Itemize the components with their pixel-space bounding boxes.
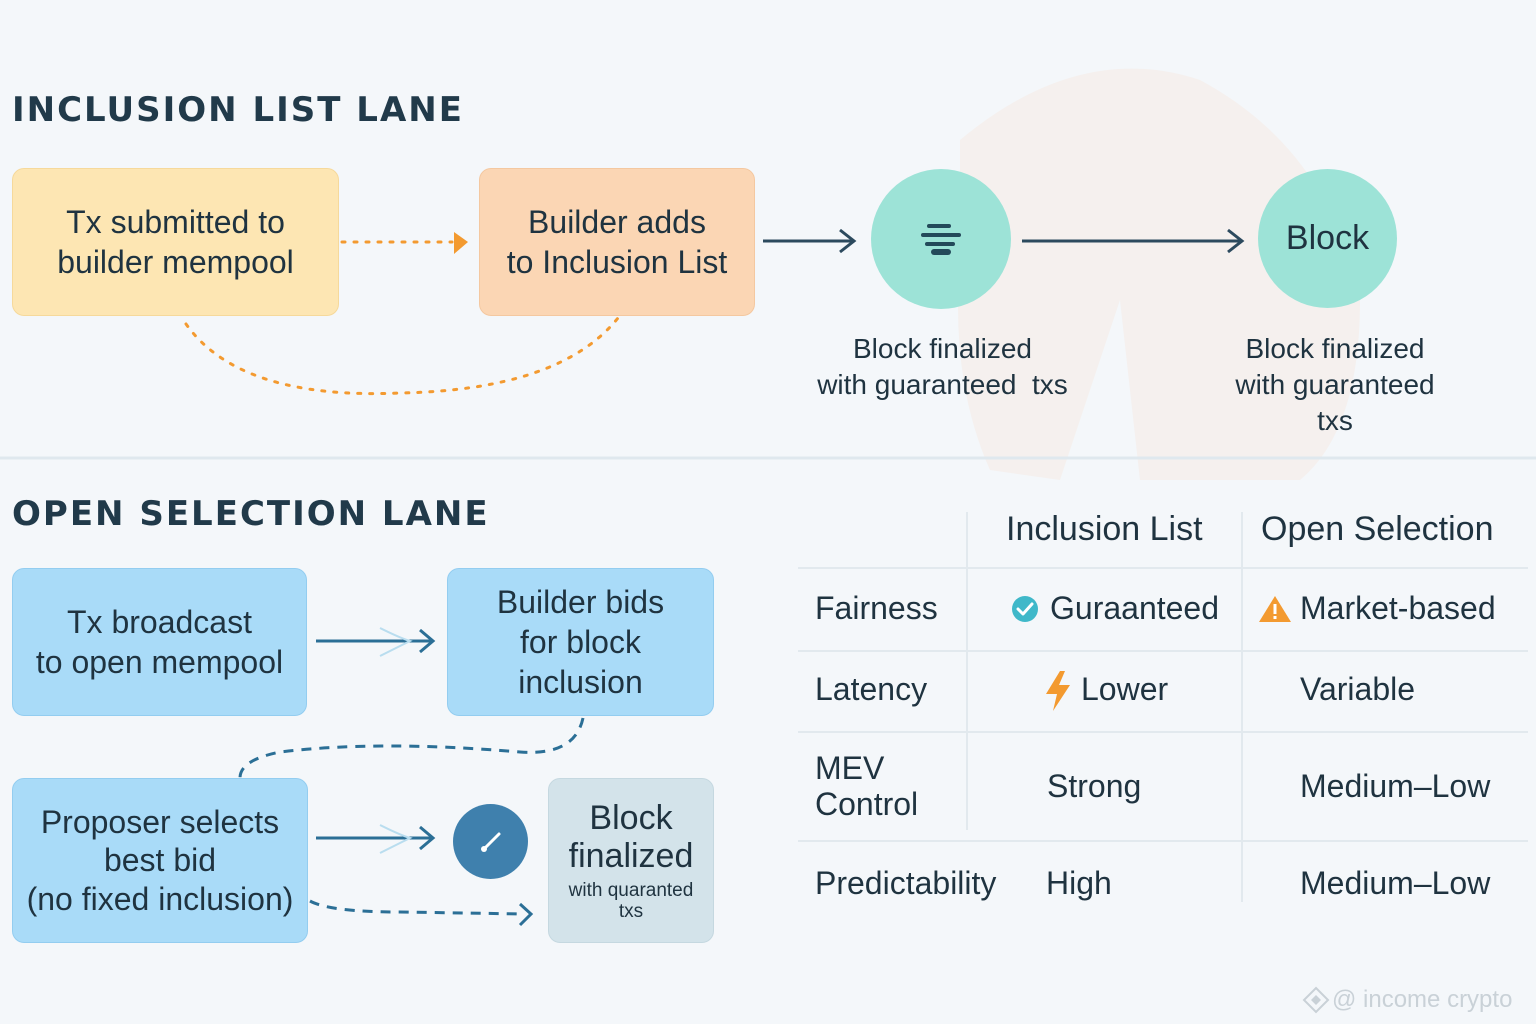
open-dashed-arrowhead: [518, 902, 534, 927]
checkmark-circle-icon: [480, 832, 500, 852]
table-vline-1: [966, 512, 968, 830]
lightning-bolt-icon: [1043, 670, 1073, 717]
open-dashed-curve: [238, 717, 585, 779]
open-arrow-2-accent: [379, 824, 413, 854]
block-finalized-title-line1: Block: [589, 798, 673, 837]
stacked-lines-icon: [921, 224, 961, 255]
table-hline-2: [798, 650, 1528, 652]
watermark-text: @ income crypto: [1332, 986, 1513, 1013]
mev-inclusion-value: Strong: [1047, 768, 1142, 804]
proposer-line2: best bid: [103, 842, 217, 879]
block-caption-2-line1: Block finalized: [1245, 333, 1425, 364]
block-caption-1-line2: with guaranteed txs: [817, 369, 1068, 400]
proposer-check-node: [453, 804, 528, 879]
proposer-selects-box: Proposer selects best bid (no fixed incl…: [12, 778, 308, 943]
tx-submitted-box: Tx submitted to builder mempool: [12, 168, 339, 316]
latency-inclusion-value: Lower: [1081, 671, 1169, 707]
tx-submitted-line2: builder mempool: [57, 244, 294, 280]
predictability-open-value: Medium–Low: [1300, 865, 1491, 901]
row-label-mev-line2: Control: [815, 786, 919, 822]
table-hline-3: [798, 731, 1528, 733]
table-vline-2: [1241, 512, 1243, 902]
open-arrow-1-accent: [379, 627, 413, 657]
builder-adds-box: Builder adds to Inclusion List: [479, 168, 755, 316]
block-finalized-sub-line1: with quaranted: [568, 879, 694, 901]
inclusion-lane-title: INCLUSION LIST LANE: [12, 90, 464, 130]
row-label-fairness: Fairness: [815, 590, 938, 626]
block-caption-1: Block finalized with guaranteed txs: [790, 331, 1095, 403]
proposer-line3: (no fixed inclusion): [26, 880, 294, 917]
mev-open-value: Medium–Low: [1300, 768, 1491, 804]
dotted-arrowhead-1: [454, 232, 468, 254]
fairness-inclusion-value: Guraanteed: [1050, 590, 1220, 626]
predictability-inclusion-value: High: [1046, 865, 1112, 901]
block-caption-2: Block finalized with guaranteed txs: [1210, 331, 1460, 439]
check-circle-icon: [1011, 595, 1039, 628]
proposer-line1: Proposer selects: [40, 803, 280, 840]
header-inclusion-list: Inclusion List: [1006, 510, 1203, 548]
block-caption-2-line3: txs: [1317, 405, 1353, 436]
builder-bids-line2: for block inclusion: [518, 624, 643, 700]
tx-submitted-line1: Tx submitted to: [66, 204, 285, 240]
open-arrowhead-1: [419, 628, 436, 654]
latency-open-value: Variable: [1300, 671, 1416, 707]
table-hline-1: [798, 567, 1528, 569]
builder-bids-line1: Builder bids: [496, 584, 665, 620]
block-caption-1-line1: Block finalized: [853, 333, 1032, 364]
row-label-mev-line1: MEV: [815, 750, 885, 786]
solid-arrowhead-1: [839, 228, 857, 254]
solid-arrowhead-2: [1227, 228, 1245, 254]
open-arrowhead-2: [419, 825, 436, 851]
block-node-1: [871, 169, 1011, 309]
fairness-open-value: Market-based: [1300, 590, 1496, 626]
warning-triangle-icon: [1258, 594, 1292, 629]
block-caption-2-line2: with guaranteed: [1235, 369, 1435, 400]
builder-bids-box: Builder bids for block inclusion: [447, 568, 714, 716]
block-finalized-box: Block finalized with quaranted txs: [548, 778, 714, 943]
block-node-2: Block: [1258, 169, 1397, 308]
tx-broadcast-line2: to open mempool: [35, 644, 284, 680]
row-label-predictability: Predictability: [815, 865, 997, 901]
dotted-loop-curve: [184, 316, 620, 396]
block-finalized-sub-line2: txs: [618, 900, 644, 922]
row-label-latency: Latency: [815, 671, 928, 707]
block-finalized-title-line2: finalized: [568, 836, 694, 875]
inclusion-lane-arrows: [184, 228, 1245, 396]
open-lane-arrows: [238, 627, 585, 927]
header-open-selection: Open Selection: [1261, 510, 1494, 548]
watermark-logo-icon: [1302, 986, 1330, 1019]
row-label-mev-control: MEV Control: [815, 750, 918, 822]
open-dashed-arrow: [309, 899, 525, 916]
builder-adds-line1: Builder adds: [528, 204, 706, 240]
tx-broadcast-line1: Tx broadcast: [67, 604, 252, 640]
tx-broadcast-box: Tx broadcast to open mempool: [12, 568, 307, 716]
open-lane-title: OPEN SELECTION LANE: [12, 494, 490, 534]
table-hline-4: [798, 840, 1528, 842]
builder-adds-line2: to Inclusion List: [506, 244, 728, 280]
